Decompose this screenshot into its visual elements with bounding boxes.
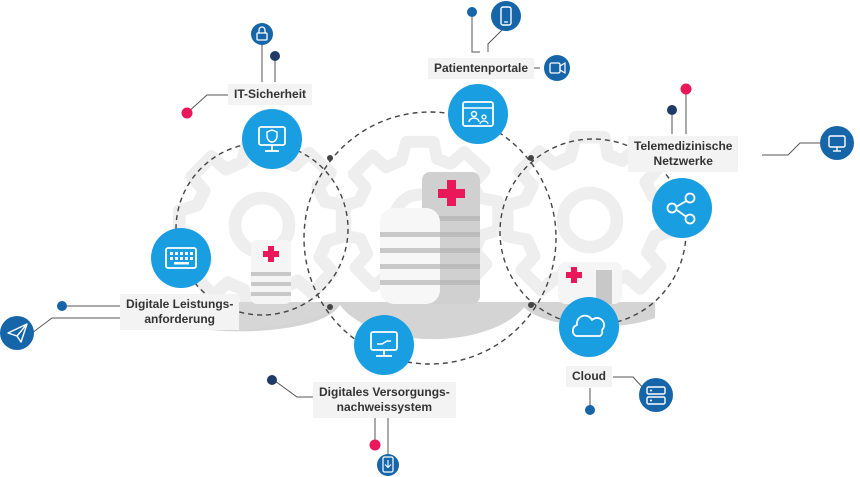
label-patient-portals: Patientenportale <box>428 58 535 79</box>
hospital-small-left <box>251 240 291 304</box>
video-camera-icon <box>544 55 570 81</box>
browser-users-icon <box>448 84 508 144</box>
dot-navy <box>267 375 277 385</box>
cloud-icon <box>559 297 619 357</box>
ring-joint <box>327 155 333 161</box>
ring-joint <box>528 302 534 308</box>
label-telemedicine: Telemedizinische Netzwerke <box>628 136 739 172</box>
hospital-small-right <box>558 262 622 304</box>
label-it-security: IT-Sicherheit <box>228 84 313 105</box>
server-icon <box>639 378 673 412</box>
monitor-hand-icon <box>354 315 414 375</box>
dot-blue <box>467 7 477 17</box>
mobile-download-icon <box>377 454 399 476</box>
ring-left <box>175 142 349 316</box>
monitor-icon <box>820 126 854 160</box>
dot-blue <box>585 405 595 415</box>
dot-navy <box>667 105 677 115</box>
dot-pink <box>680 83 692 95</box>
dot-navy <box>270 51 280 61</box>
monitor-shield-icon <box>242 109 302 169</box>
dot-pink <box>369 439 381 451</box>
network-share-icon <box>652 178 712 238</box>
keyboard-icon <box>151 228 211 288</box>
ring-joint <box>327 304 333 310</box>
ring-center <box>303 111 557 365</box>
paper-plane-icon <box>0 316 34 350</box>
ring-joint <box>528 155 534 161</box>
label-cloud: Cloud <box>566 366 612 387</box>
label-digital-request: Digitale Leistungs- anforderung <box>120 294 240 330</box>
label-digital-care: Digitales Versorgungs- nachweissystem <box>313 382 456 418</box>
ground-left-shadow <box>210 302 345 330</box>
smartphone-icon <box>491 1 521 31</box>
dot-pink <box>181 107 193 119</box>
dot-blue <box>57 301 67 311</box>
lock-icon <box>251 23 273 45</box>
hospital-main <box>380 172 480 304</box>
